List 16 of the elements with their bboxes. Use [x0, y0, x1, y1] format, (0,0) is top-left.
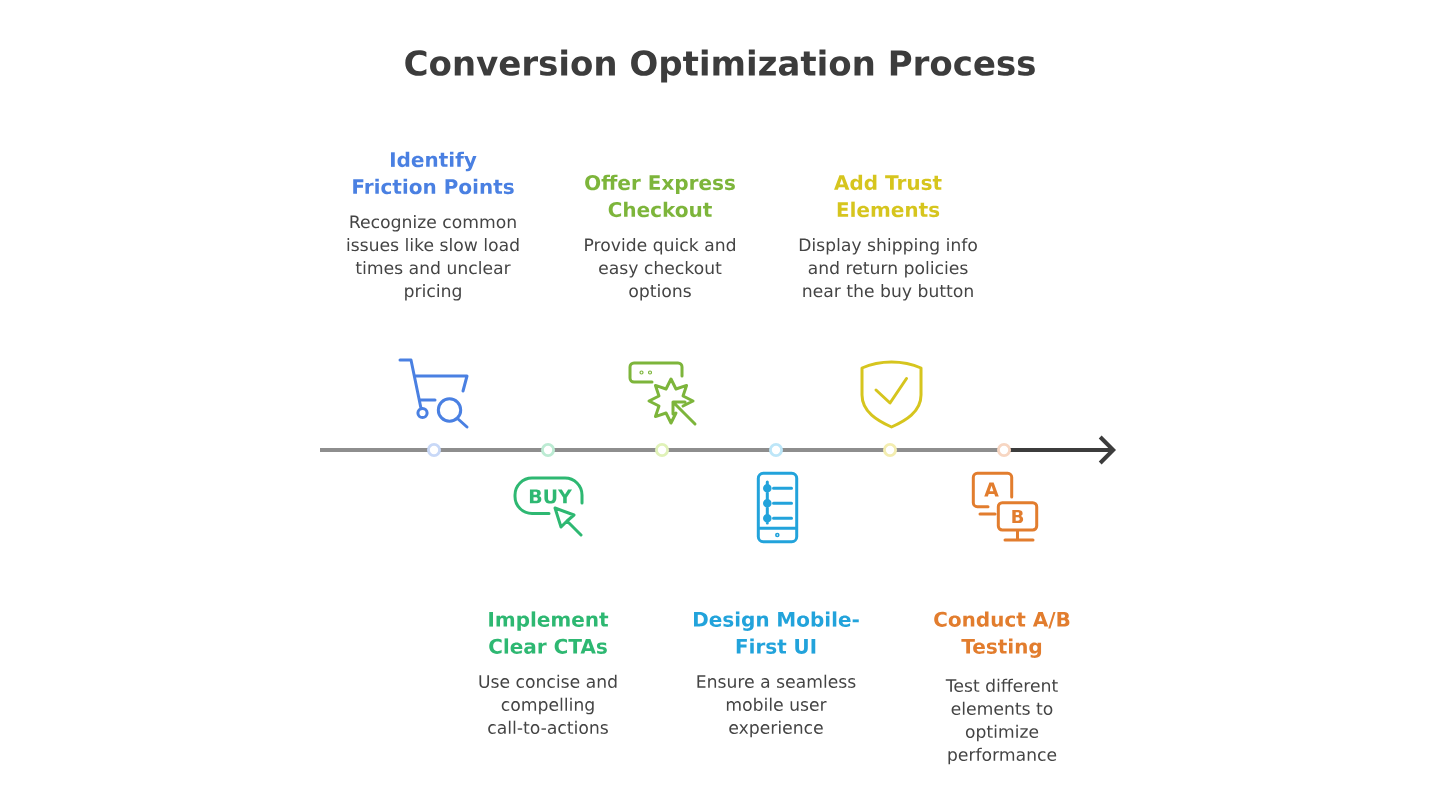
step-heading: Offer Express Checkout	[585, 174, 735, 218]
step-heading: Conduct A/B Testing	[934, 611, 1070, 658]
step-description: Use concise and compelling call-to-actions	[479, 674, 617, 734]
icon-text: B	[1012, 509, 1024, 524]
step-description: Provide quick and easy checkout options	[585, 237, 735, 301]
step-heading: Design Mobile-First UI	[694, 611, 859, 654]
step-heading: Implement Clear CTAs	[489, 611, 609, 654]
step-description: Test different elements to optimize performance	[945, 678, 1058, 765]
step-description: Display shipping info and return policies near the buy button	[799, 237, 977, 301]
step-description: Recognize common issues like slow load times and unclear pricing	[347, 214, 519, 301]
step-heading: Add Trust Elements	[834, 174, 942, 218]
icon-text: A	[984, 482, 999, 497]
title: Conversion Optimization Process	[405, 49, 1035, 83]
icon-text: BUY	[529, 489, 573, 504]
step-heading: Identify Friction Points	[353, 151, 514, 195]
step-description: Ensure a seamless mobile user experience	[697, 674, 856, 738]
